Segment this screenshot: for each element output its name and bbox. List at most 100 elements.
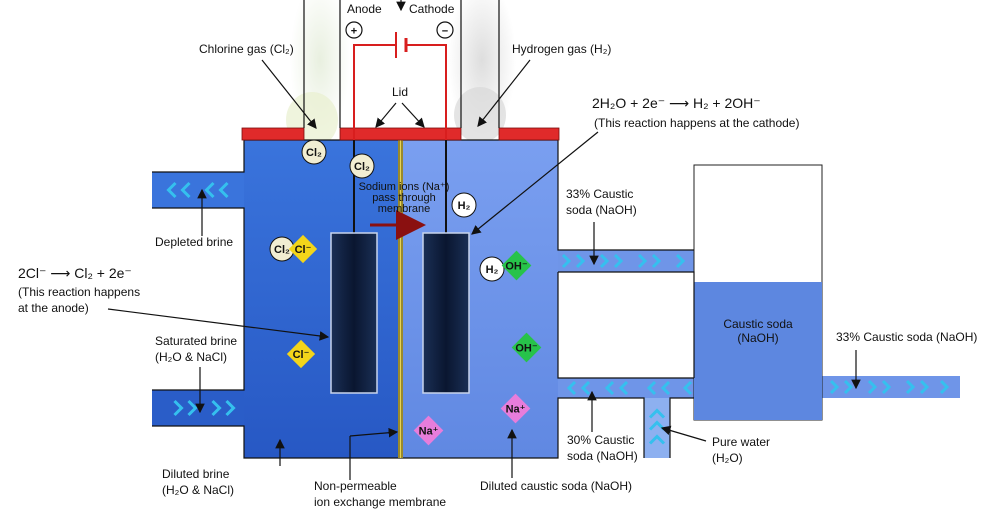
cathode-wire-red [406, 44, 447, 140]
svg-text:Na⁺: Na⁺ [506, 404, 526, 416]
flow-chevron [180, 181, 191, 199]
diluted-brine-label-1: Diluted brine [162, 467, 230, 481]
flow-chevron [580, 380, 591, 396]
cathode-note: (This reaction happens at the cathode) [594, 116, 799, 130]
cl2-bubble-left: Cl₂ [301, 139, 327, 165]
flow-chevron [618, 380, 629, 396]
depleted-brine-label: Depleted brine [155, 235, 233, 249]
na-ion-lower: Na⁺ [413, 415, 444, 446]
flow-chevron [225, 399, 236, 417]
flow-chevron [660, 380, 671, 396]
caustic33-top-label-2: soda (NaOH) [566, 203, 637, 217]
svg-text:Cl₂: Cl₂ [306, 147, 322, 159]
sodium-note-line1: Sodium ions (Na⁺) [359, 181, 450, 193]
flow-chevron [646, 380, 657, 396]
saturated-brine-pipe [152, 390, 244, 426]
oh-ion-upper: OH⁻ [501, 250, 532, 281]
sodium-note-line3: membrane [378, 203, 431, 215]
pure-water-label-2: (H₂O) [712, 451, 743, 465]
svg-text:Cl₂: Cl₂ [274, 244, 290, 256]
anode-wire-red [353, 44, 396, 140]
flow-chevron [566, 380, 577, 396]
caustic30-label-2: soda (NaOH) [567, 449, 638, 463]
flow-chevron [682, 380, 693, 396]
caustic33-right-label: 33% Caustic soda (NaOH) [836, 330, 977, 344]
cathode-label: Cathode [409, 2, 455, 16]
caustic30-label-1: 30% Caustic [567, 433, 634, 447]
negative-terminal-icon: − [436, 21, 454, 39]
svg-text:H₂: H₂ [458, 200, 471, 212]
caustic-outlet-pipe [558, 250, 694, 272]
cathode-electrode [422, 232, 470, 394]
depleted-brine-pipe [152, 172, 244, 208]
pure-water-label-1: Pure water [712, 435, 770, 449]
svg-text:Cl⁻: Cl⁻ [293, 349, 310, 361]
svg-text:+: + [351, 26, 357, 38]
cathode-equation: 2H₂O + 2e⁻ ⟶ H₂ + 2OH⁻ [592, 95, 761, 111]
anode-label: Anode [347, 2, 382, 16]
h2-bubble-upper: H₂ [451, 192, 477, 218]
diluted-brine-label-2: (H₂O & NaCl) [162, 483, 234, 497]
lid-right [498, 127, 560, 141]
svg-text:Cl⁻: Cl⁻ [295, 244, 312, 256]
cl2-bubble-center: Cl₂ [349, 153, 375, 179]
sodium-note-line2: pass through [372, 192, 436, 204]
flow-chevron [613, 253, 624, 269]
flow-chevron [173, 399, 184, 417]
oh-ion-lower: OH⁻ [511, 332, 542, 363]
flow-chevron [637, 253, 648, 269]
saturated-brine-label-1: Saturated brine [155, 334, 237, 348]
anode-equation: 2Cl⁻ ⟶ Cl₂ + 2e⁻ [18, 265, 132, 281]
tank-label-1: Caustic soda [723, 317, 793, 331]
svg-text:−: − [442, 26, 448, 38]
flow-chevron [575, 253, 586, 269]
anode-note-1: (This reaction happens [18, 285, 140, 299]
lid-center [339, 127, 462, 141]
flow-chevron [648, 434, 666, 445]
flow-chevron [561, 253, 572, 269]
flow-chevron [881, 379, 892, 395]
flow-chevron [211, 399, 222, 417]
diluted-caustic-label: Diluted caustic soda (NaOH) [480, 479, 632, 493]
caustic33-top-label-1: 33% Caustic [566, 187, 633, 201]
flow-chevron [604, 380, 615, 396]
flow-chevron [843, 379, 854, 395]
saturated-brine-label-2: (H₂O & NaCl) [155, 350, 227, 364]
membrane-label-1: Non-permeable [314, 479, 397, 493]
membrane-label-2: ion exchange membrane [314, 495, 446, 509]
hydrogen-gas-label: Hydrogen gas (H₂) [512, 42, 611, 56]
flow-chevron [648, 408, 666, 419]
na-ion-upper: Na⁺ [500, 393, 531, 424]
anode-electrode [330, 232, 378, 394]
anode-note-2: at the anode) [18, 301, 89, 315]
flow-chevron [867, 379, 878, 395]
svg-text:H₂: H₂ [486, 264, 499, 276]
flow-chevron [905, 379, 916, 395]
hydrogen-plume-2 [454, 87, 506, 143]
positive-terminal-icon: + [345, 21, 363, 39]
caustic-tank-fill [694, 282, 822, 420]
h2-bubble-lower: H₂ [479, 256, 505, 282]
pure-water-pipe [644, 398, 670, 458]
flow-chevron [651, 253, 662, 269]
flow-chevron [166, 181, 177, 199]
stack-outline [303, 0, 500, 128]
svg-text:Cl₂: Cl₂ [354, 161, 370, 173]
flow-chevron [939, 379, 950, 395]
flow-chevron [675, 253, 686, 269]
lid-label: Lid [392, 85, 408, 99]
svg-text:OH⁻: OH⁻ [505, 261, 528, 273]
flow-chevron [919, 379, 930, 395]
cl2-bubble-anode: Cl₂ [269, 236, 295, 262]
flow-chevron [829, 379, 840, 395]
flow-chevron [599, 253, 610, 269]
cl-ion-lower: Cl⁻ [286, 339, 316, 369]
svg-text:Na⁺: Na⁺ [419, 426, 439, 438]
tank-label-2: (NaOH) [737, 331, 778, 345]
lid-left [241, 127, 305, 141]
chlorine-gas-label: Chlorine gas (Cl₂) [199, 42, 294, 56]
flow-chevron [218, 181, 229, 199]
svg-text:OH⁻: OH⁻ [515, 343, 538, 355]
